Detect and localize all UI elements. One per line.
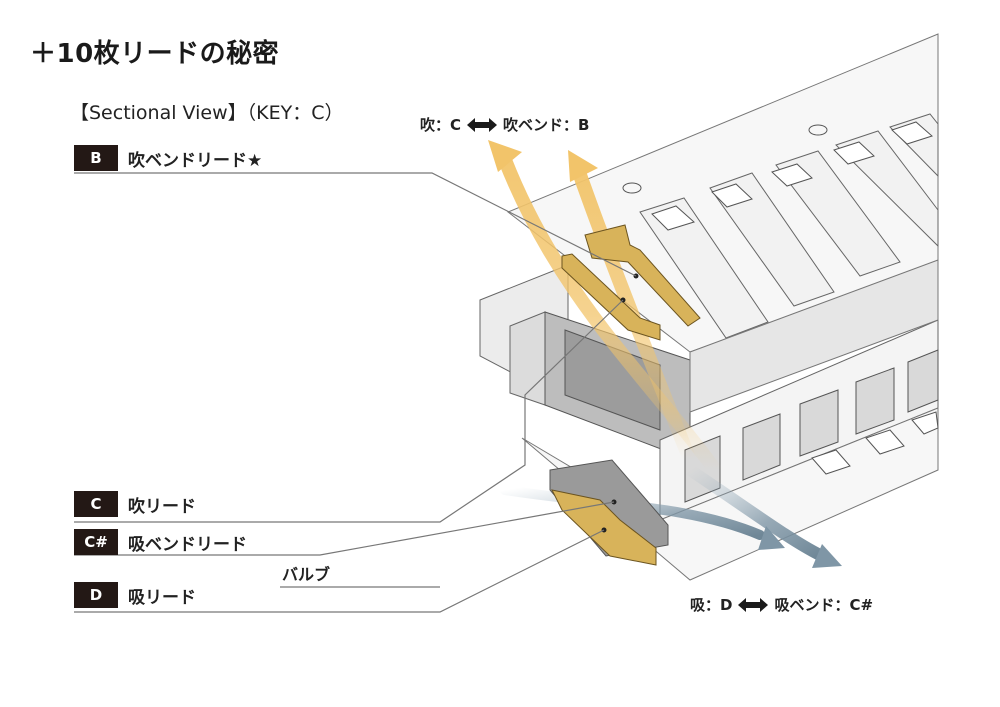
sectional-view-subtitle: 【Sectional View】（KEY：C）	[70, 102, 344, 124]
badge-csharp: C#	[74, 529, 118, 555]
blow-note-label: 吹：C	[420, 116, 462, 134]
double-arrow-icon	[467, 117, 498, 132]
draw-bend-note-label: 吸ベンド：C#	[774, 596, 874, 614]
label-c-text: 吹リード	[128, 496, 196, 517]
leader-lines	[74, 172, 637, 613]
label-d-text: 吸リード	[128, 587, 196, 608]
badge-c: C	[74, 491, 118, 517]
label-c-row: C 吹リード	[74, 491, 196, 517]
label-b-text: 吹ベンドリード★	[128, 150, 263, 171]
blow-airflow-caption: 吹：C 吹ベンド：B	[420, 114, 589, 135]
comb-body	[479, 259, 939, 521]
label-csharp-row: C# 吸ベンドリード	[74, 529, 247, 555]
draw-airflow-caption: 吸：D 吸ベンド：C#	[690, 594, 873, 615]
label-b-row: B 吹ベンドリード★	[74, 145, 262, 171]
page-title: ＋10枚リードの秘密	[30, 39, 280, 69]
label-csharp-text: 吸ベンドリード	[128, 534, 247, 555]
draw-note-label: 吸：D	[690, 596, 733, 614]
blow-bend-note-label: 吹ベンド：B	[503, 116, 590, 134]
badge-b: B	[74, 145, 118, 171]
draw-bend-reed-csharp	[549, 459, 669, 557]
valve-label: バルブ	[282, 565, 331, 584]
label-d-row: D 吸リード	[74, 582, 196, 608]
badge-d: D	[74, 582, 118, 608]
double-arrow-icon	[738, 597, 769, 612]
